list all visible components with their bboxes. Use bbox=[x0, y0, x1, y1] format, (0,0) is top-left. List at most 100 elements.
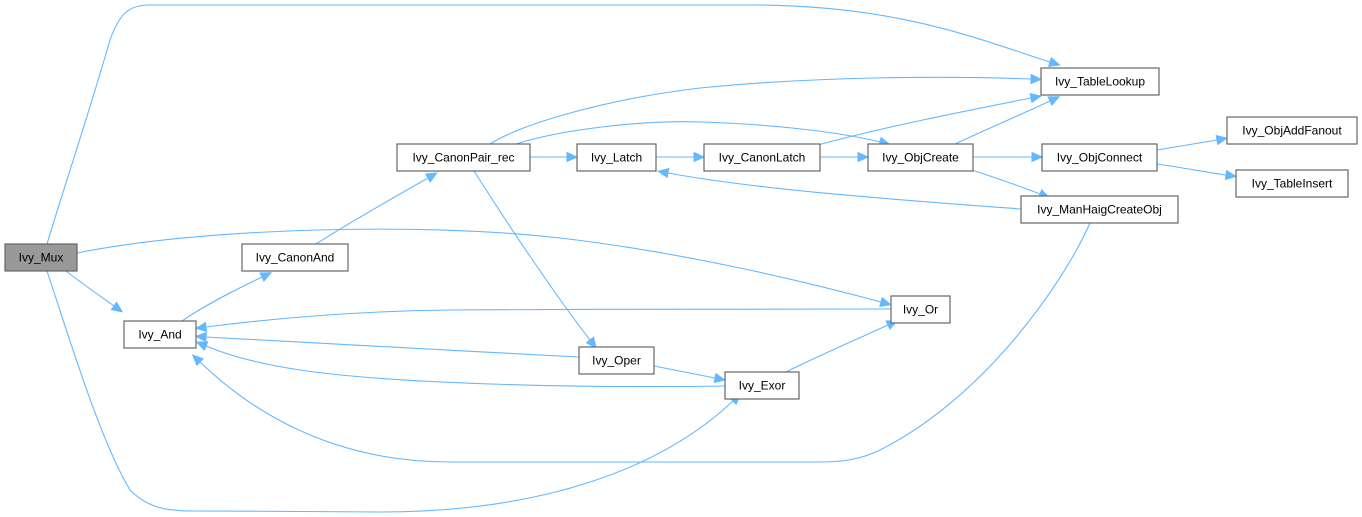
node-box[interactable] bbox=[1041, 143, 1158, 172]
edge-ivy-oper-to-ivy-exor bbox=[653, 365, 727, 384]
edge-line bbox=[653, 365, 716, 379]
node-label: Ivy_Latch bbox=[591, 151, 642, 165]
arrowhead-icon bbox=[857, 151, 870, 163]
node-label: Ivy_TableInsert bbox=[1252, 177, 1333, 191]
arrowhead-icon bbox=[693, 151, 706, 163]
edge-line bbox=[205, 345, 726, 388]
edge-line bbox=[1156, 139, 1218, 151]
edge-line bbox=[199, 222, 1091, 463]
edge-line bbox=[315, 177, 429, 245]
arrowhead-icon bbox=[1047, 56, 1061, 67]
node-box[interactable] bbox=[123, 320, 197, 349]
edge-line bbox=[65, 270, 115, 307]
node-box[interactable] bbox=[867, 143, 974, 172]
node-label: Ivy_TableLookup bbox=[1055, 75, 1145, 89]
node-ivy-objaddfanout[interactable]: Ivy_ObjAddFanout bbox=[1226, 116, 1358, 145]
arrowhead-icon bbox=[713, 372, 727, 384]
node-ivy-manhaigcreateobj[interactable]: Ivy_ManHaigCreateObj bbox=[1020, 195, 1179, 224]
node-ivy-canonpair-rec[interactable]: Ivy_CanonPair_rec bbox=[396, 143, 531, 172]
node-box[interactable] bbox=[1226, 116, 1358, 145]
node-box[interactable] bbox=[1040, 67, 1160, 96]
arrowhead-icon bbox=[656, 167, 670, 179]
edge-ivy-objcreate-to-ivy-manhaigcreateobj bbox=[971, 169, 1051, 199]
edge-ivy-exor-to-ivy-and bbox=[195, 341, 726, 388]
edge-ivy-mux-to-ivy-or bbox=[76, 228, 892, 307]
node-box[interactable] bbox=[578, 346, 655, 375]
node-label: Ivy_And bbox=[138, 328, 181, 342]
edge-line bbox=[46, 4, 1051, 245]
node-box[interactable] bbox=[703, 143, 821, 172]
node-label: Ivy_Oper bbox=[592, 354, 641, 368]
edge-line bbox=[205, 308, 892, 328]
edge-ivy-objcreate-to-ivy-tablelookup bbox=[954, 96, 1061, 145]
node-ivy-and[interactable]: Ivy_And bbox=[123, 320, 197, 349]
node-ivy-latch[interactable]: Ivy_Latch bbox=[576, 143, 657, 172]
node-box[interactable] bbox=[1020, 195, 1179, 224]
arrowhead-icon bbox=[1224, 169, 1238, 181]
node-label: Ivy_CanonLatch bbox=[719, 151, 806, 165]
edge-ivy-or-to-ivy-and bbox=[194, 308, 892, 333]
arrowhead-icon bbox=[1031, 151, 1044, 163]
arrowhead-icon bbox=[194, 331, 207, 343]
edge-ivy-latch-to-ivy-canonlatch bbox=[656, 151, 706, 163]
arrowhead-icon bbox=[1047, 96, 1061, 106]
node-box[interactable] bbox=[576, 143, 657, 172]
node-label: Ivy_ObjAddFanout bbox=[1242, 124, 1342, 138]
node-label: Ivy_CanonPair_rec bbox=[412, 151, 514, 165]
arrowhead-icon bbox=[424, 172, 438, 183]
arrowhead-icon bbox=[585, 336, 597, 349]
edge-line bbox=[76, 228, 882, 303]
edge-line bbox=[817, 97, 1032, 146]
edge-line bbox=[1156, 163, 1227, 176]
arrowhead-icon bbox=[195, 341, 209, 352]
edge-ivy-canonpair-rec-to-ivy-objcreate bbox=[515, 121, 891, 147]
edge-line bbox=[473, 170, 591, 341]
node-label: Ivy_Or bbox=[903, 303, 938, 317]
edge-ivy-and-to-ivy-canonand bbox=[181, 272, 273, 322]
edge-line bbox=[205, 336, 580, 358]
edge-ivy-canonpair-rec-to-ivy-tablelookup bbox=[489, 73, 1043, 145]
node-ivy-objconnect[interactable]: Ivy_ObjConnect bbox=[1041, 143, 1158, 172]
node-ivy-tableinsert[interactable]: Ivy_TableInsert bbox=[1235, 169, 1349, 198]
node-label: Ivy_Mux bbox=[19, 251, 64, 265]
node-box[interactable] bbox=[724, 371, 800, 400]
edge-ivy-oper-to-ivy-and bbox=[194, 331, 580, 358]
node-box[interactable] bbox=[890, 295, 951, 324]
node-ivy-exor[interactable]: Ivy_Exor bbox=[724, 371, 800, 400]
node-box[interactable] bbox=[1235, 169, 1349, 198]
edge-line bbox=[181, 276, 263, 322]
arrowhead-icon bbox=[1215, 134, 1229, 146]
node-ivy-objcreate[interactable]: Ivy_ObjCreate bbox=[867, 143, 974, 172]
edge-line bbox=[46, 270, 734, 513]
arrowhead-icon bbox=[1029, 92, 1043, 104]
arrowhead-icon bbox=[110, 301, 124, 313]
arrowhead-icon bbox=[1030, 73, 1043, 85]
node-box[interactable] bbox=[4, 243, 78, 272]
node-label: Ivy_ManHaigCreateObj bbox=[1037, 203, 1162, 217]
edge-ivy-canonand-to-ivy-canonpair-rec bbox=[315, 172, 438, 245]
node-box[interactable] bbox=[396, 143, 531, 172]
edge-line bbox=[515, 121, 881, 145]
edge-line bbox=[954, 100, 1051, 145]
edge-ivy-mux-to-ivy-and bbox=[65, 270, 124, 313]
edge-line bbox=[971, 169, 1041, 195]
node-label: Ivy_ObjCreate bbox=[882, 151, 959, 165]
node-ivy-canonand[interactable]: Ivy_CanonAnd bbox=[241, 243, 349, 272]
node-label: Ivy_CanonAnd bbox=[256, 251, 335, 265]
node-ivy-tablelookup[interactable]: Ivy_TableLookup bbox=[1040, 67, 1160, 96]
edge-line bbox=[785, 324, 889, 373]
node-ivy-oper[interactable]: Ivy_Oper bbox=[578, 346, 655, 375]
arrowhead-icon bbox=[191, 354, 205, 367]
node-box[interactable] bbox=[241, 243, 349, 272]
edge-ivy-mux-to-ivy-tablelookup bbox=[46, 4, 1061, 245]
edge-ivy-canonpair-rec-to-ivy-latch bbox=[530, 151, 579, 163]
node-ivy-canonlatch[interactable]: Ivy_CanonLatch bbox=[703, 143, 821, 172]
arrowhead-icon bbox=[194, 321, 208, 333]
edge-ivy-exor-to-ivy-or bbox=[785, 320, 899, 373]
node-label: Ivy_Exor bbox=[739, 379, 786, 393]
node-ivy-or[interactable]: Ivy_Or bbox=[890, 295, 951, 324]
node-ivy-mux[interactable]: Ivy_Mux bbox=[4, 243, 78, 272]
arrowhead-icon bbox=[259, 272, 273, 282]
